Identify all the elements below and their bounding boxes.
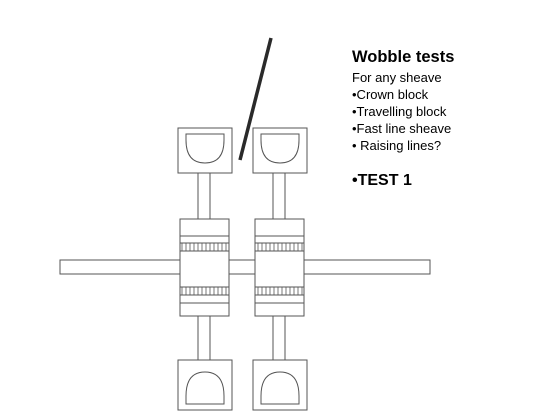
text-line-fast-line-sheave: •Fast line sheave bbox=[352, 121, 452, 136]
right-lower-bearing bbox=[254, 286, 305, 296]
right-lower-shaft bbox=[272, 315, 286, 361]
text-line-travelling-block: •Travelling block bbox=[352, 104, 447, 119]
slide-title: Wobble tests bbox=[352, 48, 455, 66]
left-lower-bearing bbox=[179, 286, 230, 296]
left-sheave-block bbox=[179, 218, 230, 317]
right-top-pulley-housing bbox=[252, 127, 308, 174]
left-bottom-pulley-housing bbox=[177, 359, 233, 411]
diagonal-pointer-rod bbox=[238, 37, 273, 161]
right-upper-bearing bbox=[254, 242, 305, 252]
right-sheave-block bbox=[254, 218, 305, 317]
text-line-crown-block: •Crown block bbox=[352, 87, 429, 102]
left-upper-shaft bbox=[197, 172, 211, 220]
left-top-pulley-housing bbox=[177, 127, 233, 174]
text-line-raising-lines: • Raising lines? bbox=[352, 138, 442, 153]
left-upper-bearing bbox=[179, 242, 230, 252]
left-lower-shaft bbox=[197, 315, 211, 361]
test-label: •TEST 1 bbox=[352, 172, 412, 189]
right-bottom-pulley-housing bbox=[252, 359, 308, 411]
text-line-any-sheave: For any sheave bbox=[352, 70, 442, 85]
right-upper-shaft bbox=[272, 172, 286, 220]
horizontal-beam bbox=[59, 259, 431, 275]
